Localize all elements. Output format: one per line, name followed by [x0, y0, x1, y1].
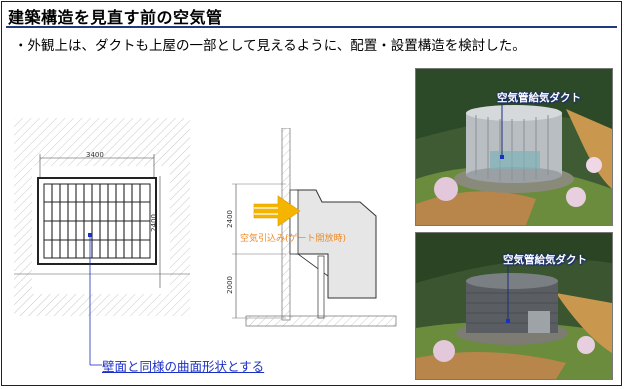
plan-drawing [14, 118, 190, 316]
plan-grille [44, 184, 150, 258]
section-dim-upper: 2400 [226, 210, 234, 228]
slide-title: 建築構造を見直す前の空気管 [8, 8, 223, 27]
section-wall [281, 128, 291, 321]
curved-surface-callout: 壁面と同様の曲面形状とする [102, 359, 265, 374]
section-dim-lower: 2000 [226, 276, 234, 294]
plan-dim-width: 3400 [86, 151, 104, 159]
bullet-text: ・外観上は、ダクトも上屋の一部として見えるように、配置・設置構造を検討した。 [14, 38, 526, 54]
photo-bottom-caption: 空気管給気ダクト [503, 254, 587, 266]
rendering-photo-top [415, 68, 613, 226]
airflow-label: 空気引込み(ゲート開放時) [240, 234, 347, 244]
section-duct [295, 189, 377, 299]
section-drawing [232, 128, 397, 327]
section-support [317, 255, 325, 319]
callout-leader [89, 316, 102, 366]
title-underline [6, 26, 617, 28]
plan-marker [88, 233, 92, 237]
section-foundation [245, 315, 397, 327]
rendering-photo-bottom [415, 232, 613, 380]
photo-top-caption: 空気管給気ダクト [497, 92, 581, 104]
section-grille [289, 189, 299, 255]
plan-dim-height: 2400 [150, 214, 158, 232]
airflow-arrow [253, 195, 301, 227]
